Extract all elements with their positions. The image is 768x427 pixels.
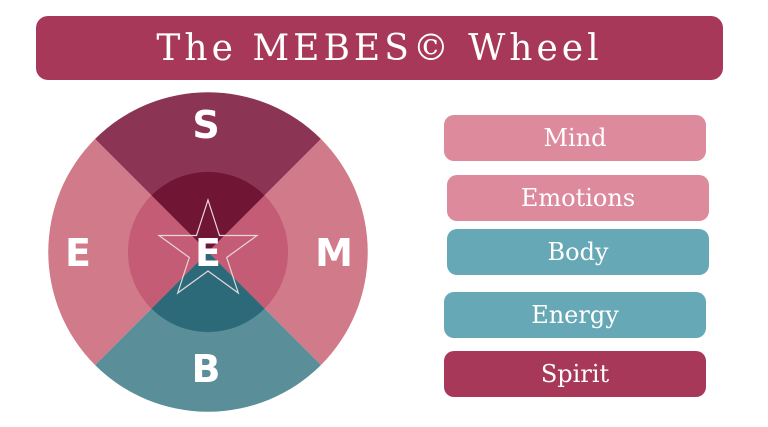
- legend-mind-button[interactable]: Mind: [444, 115, 706, 161]
- wheel-letter-energy: E: [195, 231, 221, 275]
- legend-emotions-button[interactable]: Emotions: [447, 175, 709, 221]
- legend-emotions-label: Emotions: [520, 184, 636, 212]
- legend-spirit-button[interactable]: Spirit: [444, 351, 706, 397]
- legend-spirit-label: Spirit: [540, 360, 610, 388]
- wheel-letter-body: B: [192, 347, 221, 391]
- inner-quadrant-emotions: [127, 195, 208, 309]
- page-title: The MEBES© Wheel: [156, 27, 603, 69]
- legend-energy-label: Energy: [531, 301, 619, 329]
- inner-quadrant-mind: [208, 195, 289, 309]
- legend-body-button[interactable]: Body: [447, 229, 709, 275]
- mebes-wheel: S E M B E: [48, 92, 368, 412]
- legend-body-label: Body: [547, 238, 609, 266]
- title-banner: The MEBES© Wheel: [36, 16, 723, 80]
- legend-energy-button[interactable]: Energy: [444, 292, 706, 338]
- star-icon: [157, 198, 259, 295]
- wheel-letter-spirit: S: [192, 103, 219, 147]
- wheel-letter-emotions: E: [65, 231, 91, 275]
- wheel-letter-mind: M: [315, 231, 353, 275]
- legend-mind-label: Mind: [543, 124, 607, 152]
- inner-quadrant-spirit: [151, 171, 265, 252]
- inner-quadrant-body: [151, 252, 265, 333]
